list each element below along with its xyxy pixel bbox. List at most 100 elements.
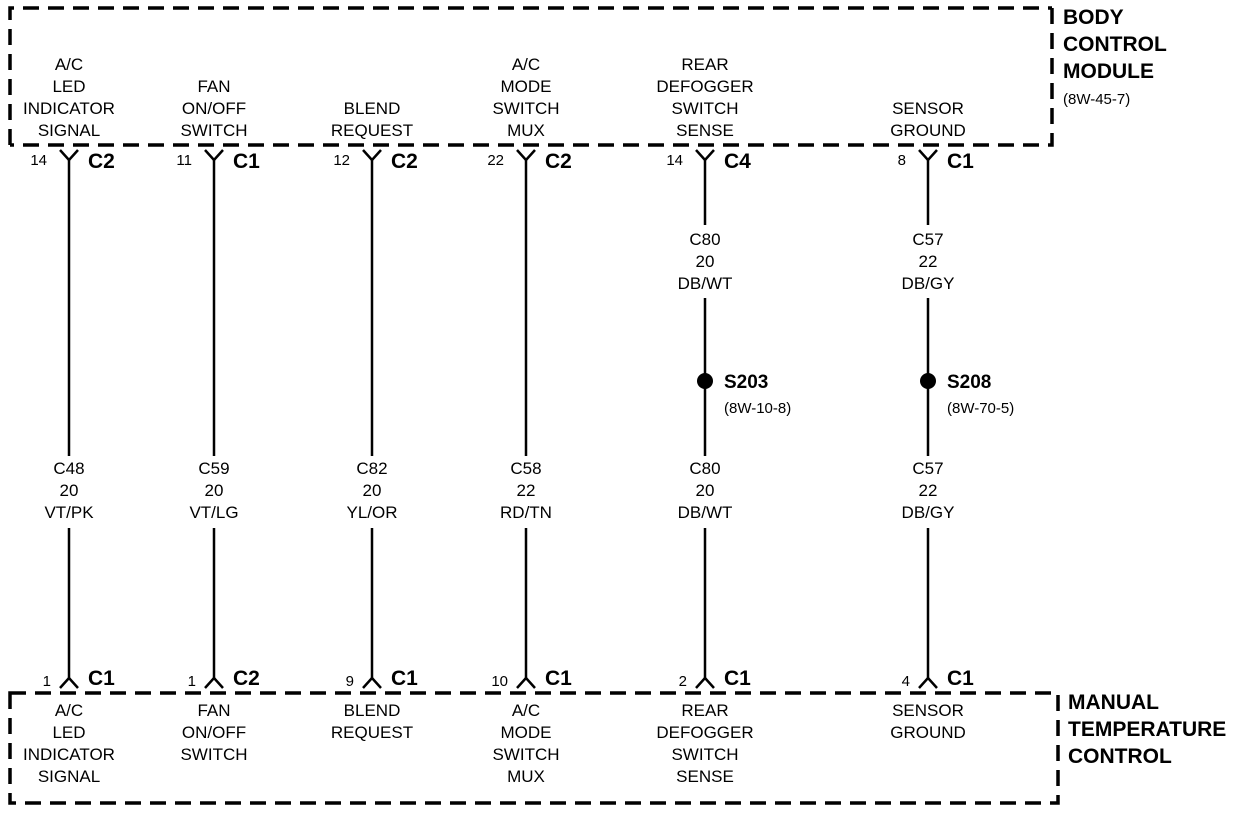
bcm-pin-label: SWITCH <box>180 121 247 140</box>
bcm-connector-id: C1 <box>947 150 974 173</box>
splice-dot <box>920 373 936 389</box>
bcm-ref: (8W-45-7) <box>1063 91 1130 108</box>
mtc-pin-label: SWITCH <box>180 745 247 764</box>
mtc-pin-label: SWITCH <box>492 745 559 764</box>
mtc-terminal <box>204 676 224 689</box>
splice-name: S203 <box>724 372 768 393</box>
bcm-pin-number: 12 <box>333 152 350 169</box>
mtc-pin-label: DEFOGGER <box>656 723 753 742</box>
wire-circuit: C57 <box>912 230 943 249</box>
bcm-pin-number: 11 <box>176 152 192 169</box>
bcm-connector-id: C2 <box>545 150 572 173</box>
mtc-pin-number: 9 <box>346 673 354 690</box>
bcm-pin-label: SIGNAL <box>38 121 100 140</box>
splice-dot <box>697 373 713 389</box>
wire-circuit: C80 <box>689 230 720 249</box>
mtc-pin-number: 4 <box>902 673 910 690</box>
bcm-pin-label: INDICATOR <box>23 99 115 118</box>
mtc-pin-number: 2 <box>679 673 687 690</box>
bcm-terminal <box>695 149 715 162</box>
wire-circuit: C48 <box>53 459 84 478</box>
mtc-pin-number: 1 <box>43 673 51 690</box>
mtc-terminal <box>59 676 79 689</box>
mtc-pin-label: SENSOR <box>892 701 964 720</box>
mtc-name-line-1: MANUAL <box>1068 691 1159 714</box>
bcm-pin-number: 14 <box>666 152 683 169</box>
bcm-pin-label: A/C <box>55 55 83 74</box>
wire-circuit: C59 <box>198 459 229 478</box>
mtc-pin-number: 10 <box>491 673 508 690</box>
wire-gauge: 20 <box>205 481 224 500</box>
wire-gauge: 22 <box>919 252 938 271</box>
mtc-pin-label: SWITCH <box>671 745 738 764</box>
mtc-pin-label: MODE <box>501 723 552 742</box>
mtc-connector-id: C2 <box>233 667 260 690</box>
manual-temperature-control-box <box>8 691 1060 805</box>
bcm-pin-label: SWITCH <box>671 99 738 118</box>
wire-circuit: C82 <box>356 459 387 478</box>
body-control-module-box <box>8 6 1054 147</box>
wire-color: DB/GY <box>902 503 955 522</box>
bcm-pin-label: DEFOGGER <box>656 77 753 96</box>
splice-ref: (8W-70-5) <box>947 400 1014 417</box>
wire-color: RD/TN <box>500 503 552 522</box>
wire-circuit: C58 <box>510 459 541 478</box>
bcm-name-line-1: BODY <box>1063 6 1124 29</box>
mtc-pin-label: A/C <box>55 701 83 720</box>
bcm-pin-label: BLEND <box>344 99 401 118</box>
bcm-connector-id: C1 <box>233 150 260 173</box>
mtc-connector-id: C1 <box>724 667 751 690</box>
mtc-pin-label: MUX <box>507 767 545 786</box>
bcm-pin-label: REQUEST <box>331 121 413 140</box>
mtc-terminal <box>362 676 382 689</box>
splice-ref: (8W-10-8) <box>724 400 791 417</box>
mtc-connector-id: C1 <box>391 667 418 690</box>
bcm-name-line-3: MODULE <box>1063 60 1154 83</box>
wire-gauge: 20 <box>363 481 382 500</box>
bcm-pin-label: MODE <box>501 77 552 96</box>
mtc-connector-id: C1 <box>88 667 115 690</box>
bcm-connector-id: C4 <box>724 150 751 173</box>
bcm-pin-label: GROUND <box>890 121 966 140</box>
bcm-terminal <box>204 149 224 162</box>
bcm-pin-label: FAN <box>197 77 230 96</box>
wire-gauge: 20 <box>696 481 715 500</box>
mtc-name-line-3: CONTROL <box>1068 745 1172 768</box>
bcm-terminal <box>918 149 938 162</box>
bcm-pin-label: A/C <box>512 55 540 74</box>
mtc-pin-label: BLEND <box>344 701 401 720</box>
bcm-pin-number: 8 <box>898 152 906 169</box>
bcm-name-line-2: CONTROL <box>1063 33 1167 56</box>
bcm-pin-label: MUX <box>507 121 545 140</box>
wire-circuit: C80 <box>689 459 720 478</box>
bcm-pin-label: SENSOR <box>892 99 964 118</box>
mtc-pin-label: A/C <box>512 701 540 720</box>
mtc-terminal <box>516 676 536 689</box>
wire-circuit: C57 <box>912 459 943 478</box>
bcm-pin-number: 22 <box>487 152 504 169</box>
wire-color: VT/PK <box>44 503 94 522</box>
mtc-pin-label: ON/OFF <box>182 723 246 742</box>
bcm-connector-id: C2 <box>391 150 418 173</box>
mtc-pin-label: FAN <box>197 701 230 720</box>
wire-color: DB/WT <box>678 274 733 293</box>
mtc-pin-label: INDICATOR <box>23 745 115 764</box>
bcm-pin-label: ON/OFF <box>182 99 246 118</box>
mtc-terminal <box>918 676 938 689</box>
mtc-terminal <box>695 676 715 689</box>
mtc-pin-label: GROUND <box>890 723 966 742</box>
mtc-pin-label: SIGNAL <box>38 767 100 786</box>
wire-gauge: 22 <box>517 481 536 500</box>
bcm-pin-number: 14 <box>30 152 47 169</box>
wire-color: DB/WT <box>678 503 733 522</box>
wire-gauge: 20 <box>696 252 715 271</box>
mtc-pin-label: REAR <box>681 701 728 720</box>
bcm-pin-label: SENSE <box>676 121 734 140</box>
mtc-name-line-2: TEMPERATURE <box>1068 718 1226 741</box>
bcm-pin-label: SWITCH <box>492 99 559 118</box>
wire-color: DB/GY <box>902 274 955 293</box>
bcm-connector-id: C2 <box>88 150 115 173</box>
mtc-pin-number: 1 <box>188 673 196 690</box>
